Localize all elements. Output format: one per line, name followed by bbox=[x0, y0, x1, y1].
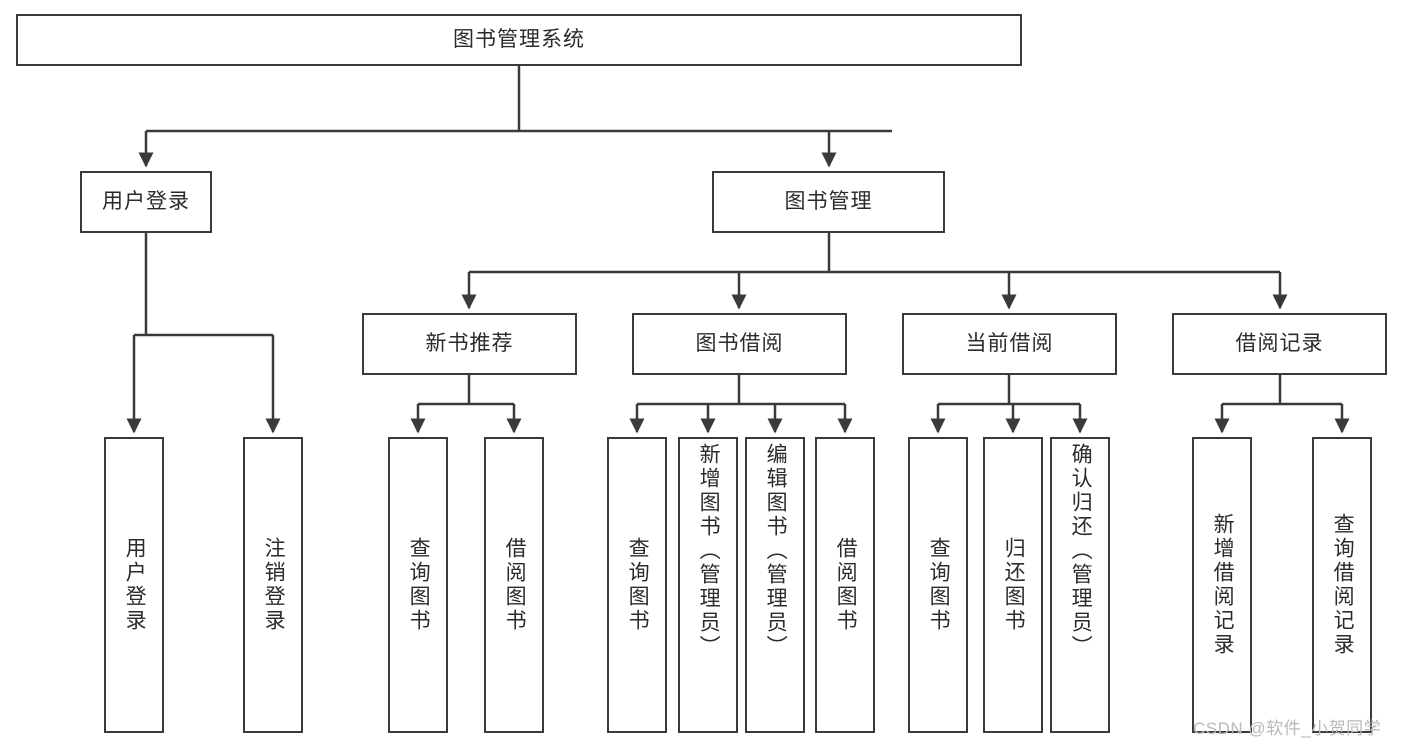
leaf-query-borrow-record[interactable]: 查询借阅记录 bbox=[1312, 437, 1372, 733]
csdn-watermark: CSDN @软件_小贺同学 bbox=[1193, 719, 1382, 738]
leaf-return-book[interactable]: 归还图书 bbox=[983, 437, 1043, 733]
leaf-add-book-admin[interactable]: 新增图书（管理员） bbox=[678, 437, 738, 733]
leaf-borrow-book-newbook[interactable]: 借阅图书 bbox=[484, 437, 544, 733]
node-book-borrow[interactable]: 图书借阅 bbox=[632, 313, 847, 375]
node-user-login[interactable]: 用户登录 bbox=[80, 171, 212, 233]
leaf-add-borrow-record[interactable]: 新增借阅记录 bbox=[1192, 437, 1252, 733]
leaf-query-book-newbook[interactable]: 查询图书 bbox=[388, 437, 448, 733]
node-book-management[interactable]: 图书管理 bbox=[712, 171, 945, 233]
leaf-query-book-borrow[interactable]: 查询图书 bbox=[607, 437, 667, 733]
leaf-borrow-book[interactable]: 借阅图书 bbox=[815, 437, 875, 733]
node-root[interactable]: 图书管理系统 bbox=[16, 14, 1022, 66]
leaf-edit-book-admin[interactable]: 编辑图书（管理员） bbox=[745, 437, 805, 733]
node-borrow-record[interactable]: 借阅记录 bbox=[1172, 313, 1387, 375]
node-current-borrow[interactable]: 当前借阅 bbox=[902, 313, 1117, 375]
leaf-query-book-current[interactable]: 查询图书 bbox=[908, 437, 968, 733]
leaf-user-login[interactable]: 用户登录 bbox=[104, 437, 164, 733]
leaf-logout[interactable]: 注销登录 bbox=[243, 437, 303, 733]
leaf-confirm-return-admin[interactable]: 确认归还（管理员） bbox=[1050, 437, 1110, 733]
node-new-book-recommend[interactable]: 新书推荐 bbox=[362, 313, 577, 375]
